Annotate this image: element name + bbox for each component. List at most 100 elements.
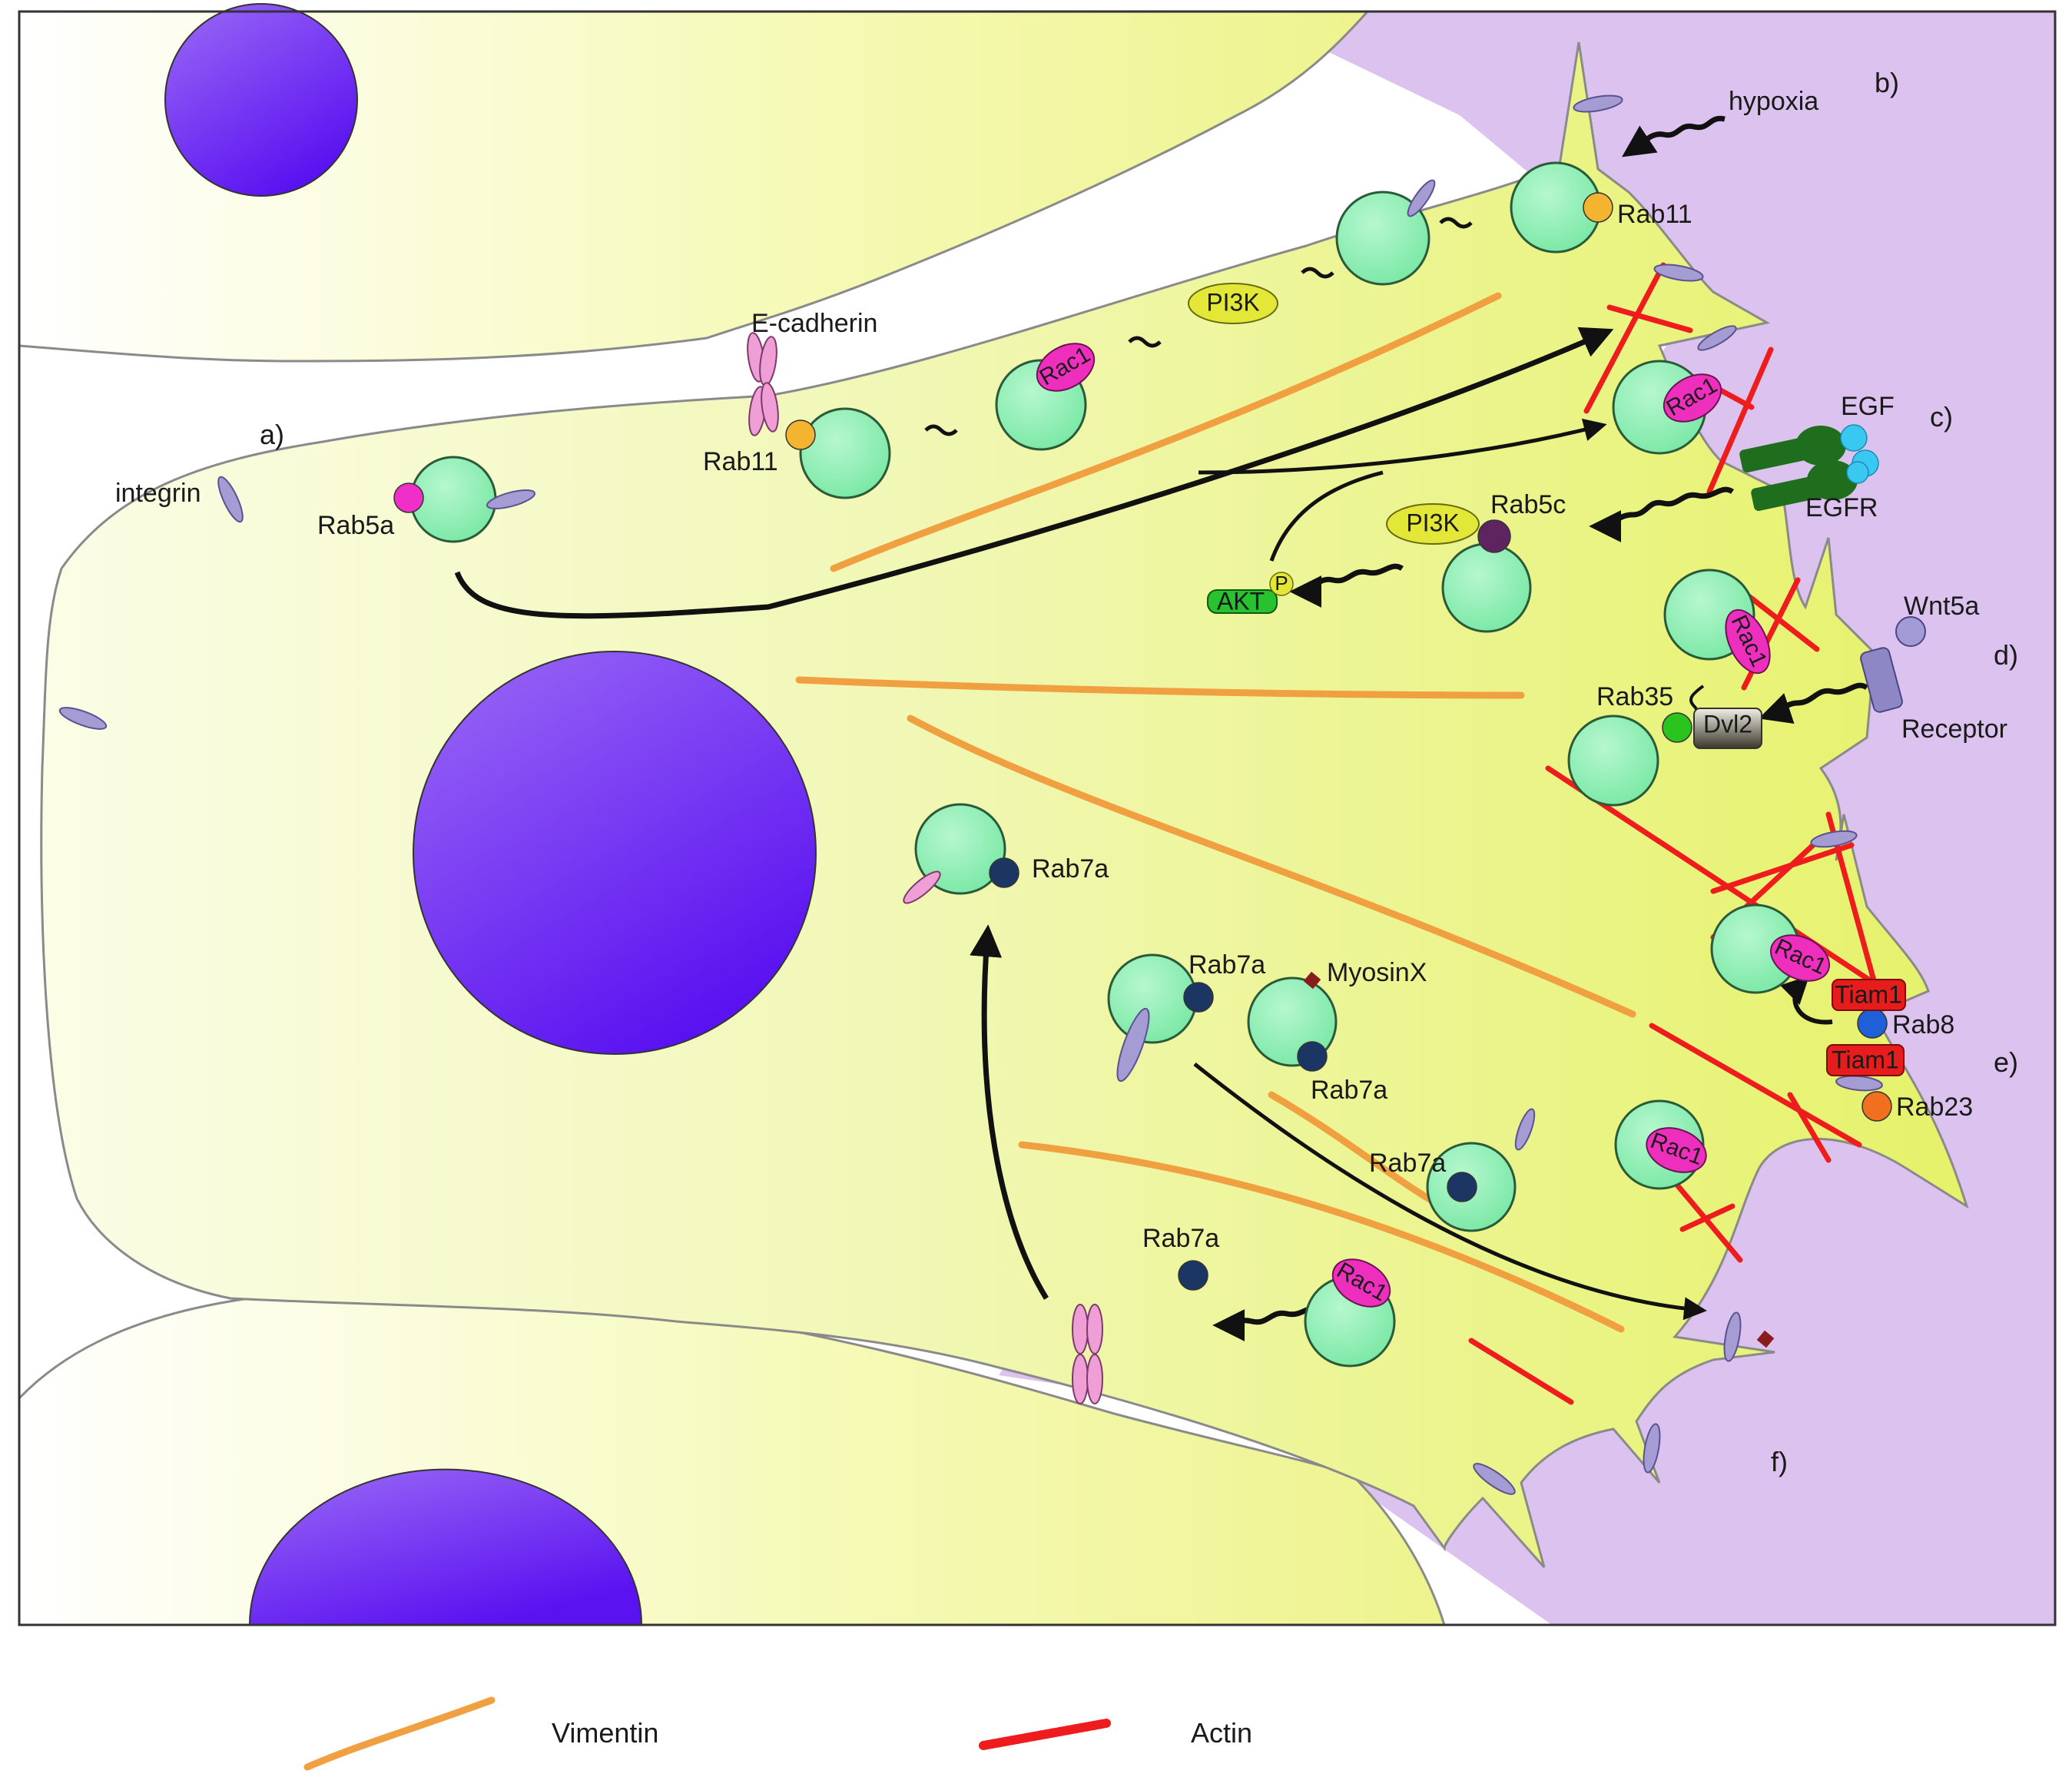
nucleus-bottom	[248, 1468, 643, 1626]
signal-squiggle	[924, 424, 958, 436]
rac1-badge: Rac1	[1646, 1127, 1707, 1173]
rab7a-label: Rab7a	[1311, 1076, 1387, 1105]
tiam1-badge: Tiam1	[1832, 979, 1906, 1011]
integrin-icon	[1116, 1007, 1150, 1082]
actin-legend-swatch	[979, 1719, 1111, 1750]
actin-filament	[1679, 1203, 1736, 1232]
section-label-f: f)	[1771, 1446, 1788, 1477]
integrin-icon	[1573, 94, 1623, 113]
e-cadherin-icon	[747, 332, 779, 436]
signal-squiggle	[1439, 217, 1473, 229]
vimentin-legend-swatch	[303, 1696, 496, 1771]
section-labels: a) b) c) d) e) f)	[260, 67, 2018, 1477]
vimentin-legend-label: Vimentin	[552, 1717, 658, 1749]
actin-filament	[1710, 842, 1855, 894]
actin-filament	[1787, 1092, 1832, 1163]
vesicle-rab7a-mid1	[1107, 953, 1198, 1044]
rab7a-dot	[1183, 982, 1214, 1013]
molecule-labels: hypoxia Rab11 E-cadherin Rab11 integrin …	[115, 87, 2007, 1253]
hypoxia-squiggle	[1622, 115, 1726, 157]
akt-badge: AKT P	[1207, 572, 1294, 615]
tiam1-label: Tiam1	[1835, 980, 1902, 1008]
rab7a-label: Rab7a	[1369, 1149, 1446, 1178]
rab8-dot	[1857, 1008, 1888, 1039]
rab11-label: Rab11	[1617, 200, 1692, 229]
section-label-a: a)	[260, 419, 284, 450]
akt-to-rac1-arrow	[1269, 470, 1384, 562]
vesicle-upper-mid	[1335, 191, 1431, 286]
myosinx-icon	[1303, 971, 1775, 1348]
akt-label: AKT	[1217, 587, 1265, 615]
phosphate-label: P	[1275, 572, 1288, 595]
wnt5a-label: Wnt5a	[1904, 592, 1979, 621]
rab11-dot-top	[1583, 192, 1613, 223]
legend: Vimentin Actin	[303, 1696, 1252, 1771]
rab35-dot	[1662, 712, 1692, 743]
section-label-d: d)	[1994, 639, 2018, 671]
rab11-label: Rab11	[703, 447, 778, 476]
pi3k-label: PI3K	[1206, 288, 1259, 316]
trafficking-arrows	[454, 327, 1833, 1321]
vimentin-filament	[907, 714, 1636, 1018]
rab7a-label: Rab7a	[1032, 854, 1109, 884]
vesicle-rab11-left	[799, 407, 891, 499]
rab7a-dot	[1178, 1260, 1208, 1291]
signal-squiggle	[1301, 267, 1334, 279]
hypoxia-label: hypoxia	[1729, 87, 1818, 116]
rab7a-dot	[1297, 1041, 1328, 1072]
rab7a-dot	[1447, 1172, 1477, 1202]
rab5a-dot	[393, 482, 424, 513]
actin-filament	[1606, 304, 1693, 333]
integrin-icon	[1697, 325, 1737, 351]
section-label-e: e)	[1994, 1046, 2018, 1078]
vimentin-filaments	[795, 292, 1636, 1333]
pi3k-akt-squiggle	[1289, 563, 1404, 608]
tiam1-rac1-arrow	[1780, 975, 1833, 1025]
integrin-label: integrin	[115, 479, 201, 508]
actin-legend-label: Actin	[1191, 1717, 1252, 1749]
egfr-icon	[1739, 426, 1858, 511]
egf-icon	[1840, 424, 1879, 484]
signal-squiggle	[1128, 336, 1162, 348]
rab35-label: Rab35	[1596, 682, 1673, 711]
pi3k-badge-mid: PI3K	[1386, 503, 1480, 545]
rab5c-dot	[1477, 519, 1511, 553]
integrin-icon	[486, 489, 535, 510]
tiam1-badge: Tiam1	[1826, 1044, 1905, 1076]
nucleus-top	[164, 3, 358, 197]
actin-filament	[1468, 1338, 1574, 1405]
vimentin-filament	[1018, 1141, 1625, 1333]
rab7a-dot	[989, 857, 1019, 888]
rab23-label: Rab23	[1896, 1092, 1973, 1122]
rab23-dot	[1861, 1091, 1892, 1122]
vimentin-filament	[795, 676, 1525, 699]
integrin-icon	[1835, 1075, 1883, 1092]
rab5a-label: Rab5a	[317, 511, 394, 540]
rab7a-to-nucleus-arrow	[970, 924, 1049, 1300]
dvl2-label: Dvl2	[1703, 710, 1752, 738]
recycling-arrow	[454, 327, 1614, 619]
integrin-icon	[1810, 830, 1858, 848]
dvl2-badge: Dvl2	[1693, 708, 1762, 749]
rab-dots	[393, 192, 1892, 1291]
integrins	[58, 94, 1883, 1495]
vimentin-filament	[830, 292, 1502, 572]
rab7a-label: Rab7a	[1188, 950, 1265, 980]
e-cadherin-label: E-cadherin	[751, 309, 877, 338]
actin-filament	[1583, 262, 1666, 414]
integrin-icon	[1723, 1311, 1742, 1362]
integrin-icon	[1643, 1423, 1661, 1474]
rab5c-label: Rab5c	[1490, 490, 1566, 519]
receptor-label: Receptor	[1901, 714, 2007, 744]
integrin-icon	[1514, 1108, 1536, 1151]
rab11-dot-left	[785, 419, 816, 450]
tiam1-label: Tiam1	[1832, 1046, 1899, 1073]
myosinx-label: MyosinX	[1327, 958, 1427, 987]
rab7a-label: Rab7a	[1142, 1224, 1219, 1253]
integrin-icon	[58, 707, 108, 730]
e-cadherin-junction-bottom	[1072, 1304, 1103, 1404]
section-label-c: c)	[1930, 401, 1953, 433]
integrin-icon	[1653, 264, 1704, 282]
actin-filament	[1745, 592, 1820, 652]
